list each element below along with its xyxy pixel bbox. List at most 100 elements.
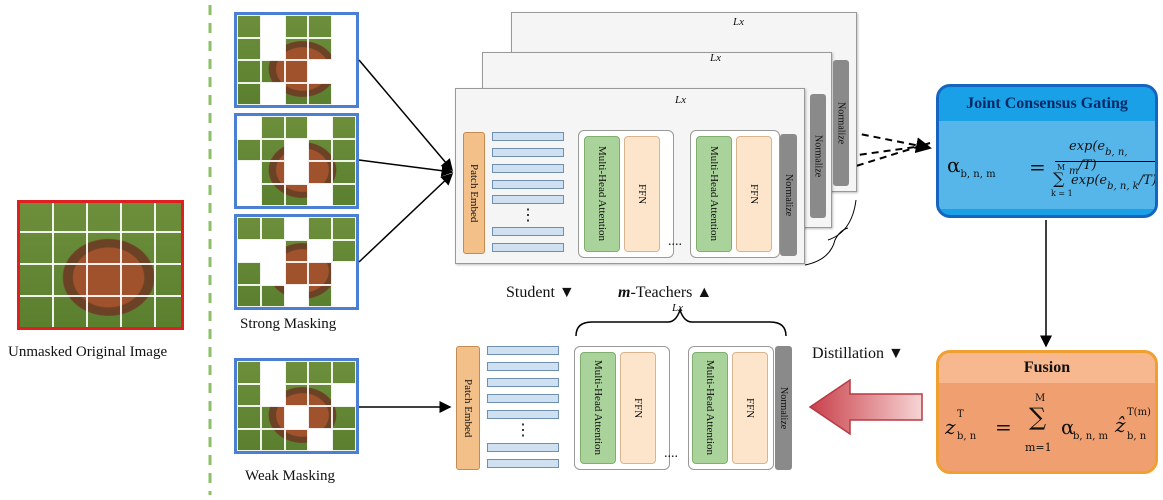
mask-patch [284,406,309,429]
strong-masked-image-1 [234,12,359,108]
mask-patch [332,15,356,38]
layer-ellipsis-top: .... [668,234,682,249]
mask-patch [308,428,333,451]
image-patch [260,60,285,83]
ffn-block-bottom-1: FFN [620,352,656,464]
mha-block-bottom-1: Multi-Head Attention [580,352,616,464]
image-patch [308,161,333,184]
strong-masking-label: Strong Masking [240,316,337,332]
token-bar [492,227,564,237]
image-patch [284,262,309,285]
mask-patch [332,37,356,60]
teachers-label: m-Teachers ▲ [618,284,712,302]
image-patch [308,217,333,240]
image-patch [284,361,309,384]
strong-masked-image-3 [234,214,359,310]
image-patch [260,183,285,206]
fusion-title: Fusion [1023,359,1071,376]
patch-embed-block-top: Patch Embed [463,132,485,254]
mha-block-top-2: Multi-Head Attention [696,136,732,252]
mask-patch [308,239,333,262]
mask-patch [332,284,356,307]
dashed-divider [208,5,212,495]
image-patch [332,161,356,184]
token-bar [492,179,564,189]
normalize-block-top: Normalize [780,134,797,256]
mask-patch [284,284,309,307]
token-ellipsis: ⋮ [520,207,536,225]
image-patch [284,82,309,105]
lx-label-2: Lx [710,52,721,64]
mask-patch [260,37,285,60]
mask-patch [284,161,309,184]
ffn-block-top-1: FFN [624,136,660,252]
mask-patch [260,15,285,38]
mask-patch [260,361,285,384]
gating-formula: αb, n, m = exp(eb, n, m/T) M ∑ k = 1 exp… [947,139,1157,198]
ffn-block-top-2: FFN [736,136,772,252]
mask-patch [260,239,285,262]
image-patch [284,37,309,60]
image-patch [308,82,333,105]
image-patch [284,183,309,206]
normalize-block-back-3: Normalize [833,60,849,186]
image-patch [237,383,261,406]
image-patch [308,262,333,285]
weak-masked-image [234,358,359,454]
lx-label-bottom: Lx [672,302,683,314]
image-patch [332,217,356,240]
image-patch [308,37,333,60]
token-stack-bottom: ⋮ [487,346,559,470]
token-stack-top: ⋮ [492,132,564,254]
original-image [17,200,184,330]
image-patch [332,116,356,139]
image-patch [308,138,333,161]
mask-patch [308,116,333,139]
patch-embed-block-bottom: Patch Embed [456,346,480,470]
original-image-label: Unmasked Original Image [8,344,168,360]
token-bar [487,378,559,388]
token-bar [492,163,564,173]
image-patch [237,262,261,285]
image-patch [284,428,309,451]
token-bar [487,362,559,372]
fusion-panel: Fusion z T b, n = M ∑ m=1 α b, n, m ẑ T(… [936,350,1158,474]
token-bar [487,442,559,452]
image-patch [308,383,333,406]
image-patch [332,183,356,206]
mask-patch [308,60,333,83]
image-patch [308,406,333,429]
image-patch [284,239,309,262]
image-patch [260,217,285,240]
strong-masked-image-2 [234,113,359,209]
lx-label-3: Lx [733,16,744,28]
image-patch [308,15,333,38]
mask-patch [260,262,285,285]
image-patch [332,239,356,262]
image-patch [237,60,261,83]
image-patch [237,406,261,429]
token-bar [492,132,564,141]
token-bar [487,410,559,420]
image-patch [332,406,356,429]
image-patch [260,161,285,184]
mask-patch [237,183,261,206]
image-patch [260,138,285,161]
mask-patch [260,82,285,105]
token-bar [487,346,559,355]
image-patch [308,284,333,307]
teachers-text: -Teachers ▲ [630,284,713,301]
token-ellipsis: ⋮ [515,422,531,440]
mask-patch [284,217,309,240]
token-bar [487,394,559,404]
mask-patch [237,239,261,262]
image-patch [237,217,261,240]
normalize-block-bottom: Normalize [775,346,792,470]
image-patch [260,428,285,451]
mask-patch [308,183,333,206]
mask-patch [332,60,356,83]
mask-patch [237,161,261,184]
gating-title: Joint Consensus Gating [966,95,1128,112]
mask-patch [332,262,356,285]
